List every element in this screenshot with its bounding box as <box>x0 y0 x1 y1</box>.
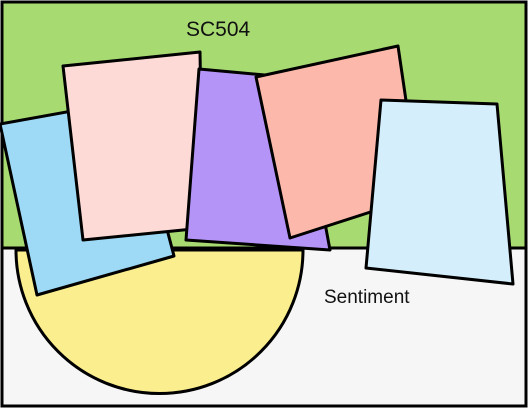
sentiment-label: Sentiment <box>324 287 410 308</box>
title-label: SC504 <box>186 18 251 41</box>
card-light-blue <box>364 98 515 286</box>
half-circle <box>14 248 305 395</box>
card-pink <box>61 50 205 242</box>
